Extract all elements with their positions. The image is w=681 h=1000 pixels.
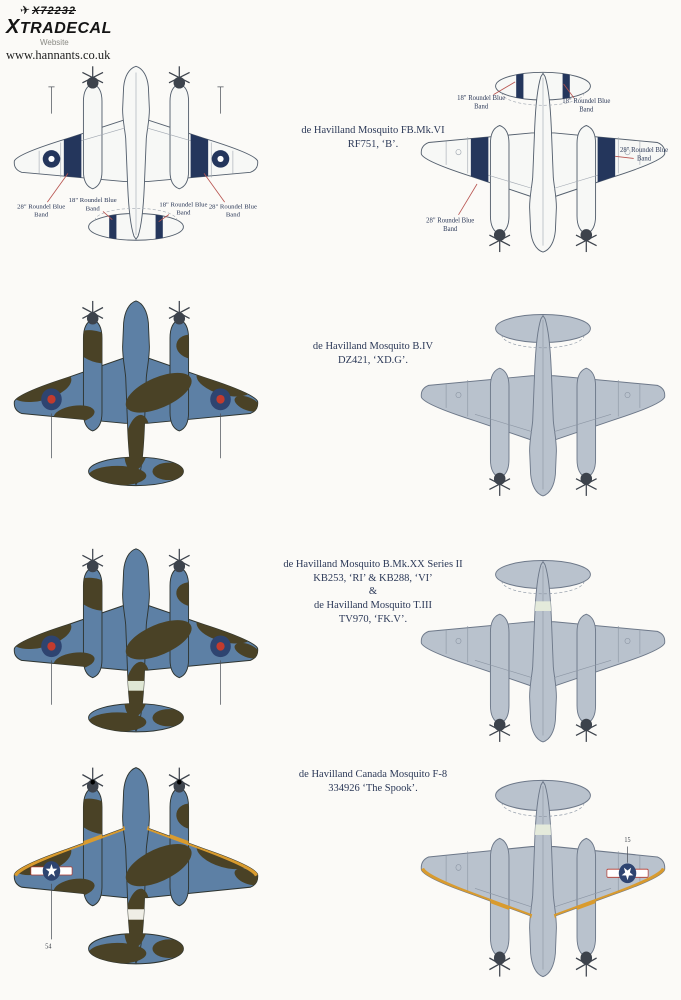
caption-row1: de Havilland Mosquito FB.Mk.VI RF751, ‘B… <box>268 124 478 151</box>
decal-number-label: 15 <box>624 837 631 844</box>
us-insignia <box>606 863 649 884</box>
product-code-row: ✈X72232 <box>6 2 156 18</box>
xtradecal-logo: ✈X72232 XTRADECAL Website www.hannants.c… <box>6 2 156 63</box>
caption-line: de Havilland Mosquito B.IV <box>312 341 434 352</box>
caption-line: RF751, ‘B’. <box>347 138 399 150</box>
annotation-label: 28" Roundel Blue <box>17 203 65 210</box>
leader-line <box>563 83 575 99</box>
roundel <box>211 150 230 168</box>
annotation-label: Band <box>86 205 101 212</box>
fuselage-band <box>532 824 554 835</box>
annotation-label: 28" Roundel Blue <box>620 147 668 154</box>
artwork-row3-left-camouflage <box>2 548 270 760</box>
annotation-label: Band <box>637 156 652 163</box>
artwork-row4-left-camouflage-usaaf: 54 <box>2 766 270 994</box>
annotation-label: 18" Roundel Blue <box>159 201 207 208</box>
roundel <box>42 150 61 168</box>
artwork-row1-right-underside-white: 18" Roundel Blue Band 18" Roundel Blue B… <box>409 50 668 253</box>
caption-line: KB253, ‘RI’ & KB288, ‘VI’ <box>313 572 433 584</box>
us-insignia <box>30 861 73 881</box>
fuselage-band <box>532 601 554 611</box>
yellow-leading-edge <box>421 867 665 919</box>
annotation-label: Band <box>474 103 489 110</box>
annotation-label: 28" Roundel Blue <box>209 203 257 210</box>
yellow-leading-edge <box>14 826 258 877</box>
annotation-label: 18" Roundel Blue <box>69 197 117 204</box>
annotation-label: Band <box>176 210 191 217</box>
annotation-label: Band <box>579 107 594 114</box>
caption-row2: de Havilland Mosquito B.IV DZ421, ‘XD.G’… <box>268 340 478 367</box>
caption-row4: de Havilland Canada Mosquito F-8 334926 … <box>268 768 478 795</box>
caption-line: de Havilland Mosquito T.III <box>313 599 432 611</box>
leader-line <box>102 211 113 220</box>
roundel-type-b <box>41 388 62 411</box>
annotation-label: 28" Roundel Blue <box>426 217 474 224</box>
mosquito-camouflage-topview <box>8 300 262 486</box>
caption-line: de Havilland Canada Mosquito F-8 <box>298 769 448 780</box>
leader-line <box>615 155 634 159</box>
annotation-label: 18" Roundel Blue <box>562 98 610 105</box>
caption-line: de Havilland Mosquito FB.Mk.VI <box>301 125 445 136</box>
mosquito-white-underside: 28" Roundel Blue Band 28" Roundel Blue B… <box>14 65 257 243</box>
artwork-row3-right-grey <box>409 538 677 743</box>
leader-line <box>493 81 516 96</box>
artwork-row1-left-underside-white: 28" Roundel Blue Band 28" Roundel Blue B… <box>2 65 270 267</box>
annotation-label: Band <box>226 212 241 219</box>
mosquito-grey-usaaf-underside <box>421 780 665 978</box>
mosquito-camouflage-usaaf-topview: 54 <box>8 766 262 964</box>
caption-line: TV970, ‘FK.V’. <box>338 613 408 625</box>
mosquito-grey-underside <box>421 561 664 743</box>
brand-name: XTRADECAL <box>6 16 112 38</box>
annotation-label: Band <box>443 226 458 233</box>
website-label: Website <box>40 38 69 47</box>
leader-line <box>47 173 69 203</box>
caption-row3: de Havilland Mosquito B.Mk.XX Series II … <box>268 558 478 626</box>
decal-number-label: 54 <box>45 943 52 950</box>
caption-line: de Havilland Mosquito B.Mk.XX Series II <box>283 559 463 570</box>
plane-logo-icon: ✈ <box>19 2 32 18</box>
roundel-type-b <box>210 635 231 658</box>
annotation-label: 18" Roundel Blue <box>457 95 505 102</box>
website-url[interactable]: www.hannants.co.uk <box>6 48 111 62</box>
product-code: X72232 <box>32 5 76 17</box>
annotation-label: Band <box>34 212 49 219</box>
leader-line <box>158 214 170 223</box>
caption-line: DZ421, ‘XD.G’. <box>338 354 408 366</box>
caption-line: 334926 ‘The Spook’. <box>328 782 418 794</box>
fuselage-band <box>125 909 147 920</box>
leader-line <box>203 173 225 203</box>
roundel-type-b <box>210 388 231 411</box>
caption-line: & <box>368 586 378 598</box>
roundel-type-b <box>41 635 62 658</box>
artwork-row2-left-camouflage <box>2 300 270 514</box>
leader-line <box>458 183 478 216</box>
artwork-row2-right-grey <box>409 292 677 497</box>
fuselage-band <box>125 680 147 691</box>
mosquito-camouflage-topview <box>8 548 262 732</box>
artwork-row4-right-grey-usaaf: 15 <box>409 756 677 978</box>
roundel-blue-bands <box>63 130 209 241</box>
